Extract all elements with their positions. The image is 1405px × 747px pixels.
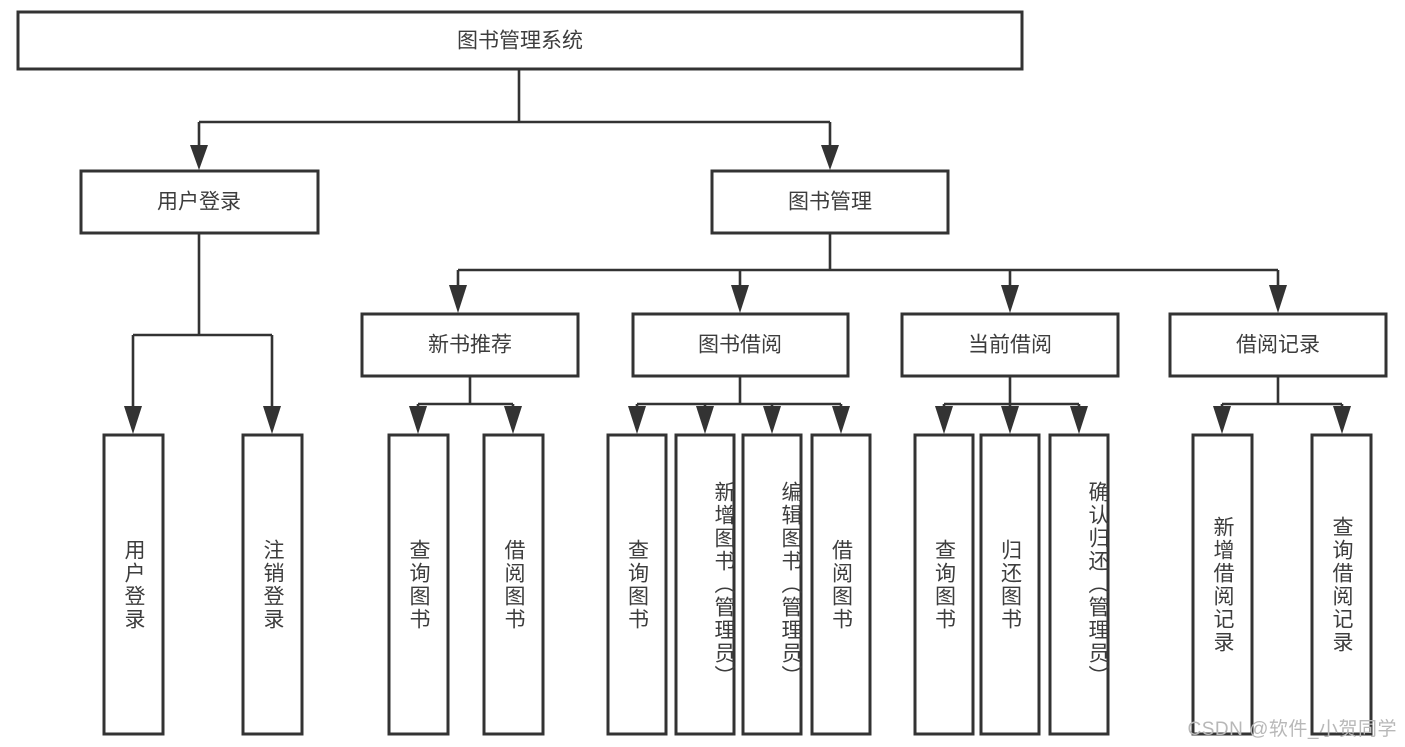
node-leaf-user-logout[interactable] — [241, 433, 304, 736]
arrow-to-leaf-query-book-1 — [409, 406, 427, 434]
arrow-to-leaf-user-login — [124, 406, 142, 434]
node-current-borrow-label: 当前借阅 — [968, 334, 1052, 357]
connector-root-to-level2 — [197, 69, 832, 152]
connector-user-login-to-leaves — [131, 234, 274, 412]
arrow-to-book-borrow — [731, 285, 749, 313]
node-leaf-borrow-book-2[interactable] — [810, 433, 872, 736]
node-leaf-confirm-return[interactable] — [1048, 433, 1110, 736]
arrow-to-leaf-query-record — [1333, 406, 1351, 434]
arrow-to-current-borrow — [1001, 285, 1019, 313]
arrow-to-new-book-recommend — [449, 285, 467, 313]
node-root-label: 图书管理系统 — [457, 30, 583, 53]
arrow-to-leaf-confirm-return — [1070, 406, 1088, 434]
arrow-to-leaf-borrow-book-2 — [832, 406, 850, 434]
nodes-layer: 图书管理系统 用户登录 图书管理 新书推荐 图书借阅 当前 — [16, 10, 1388, 736]
node-leaf-user-login[interactable] — [102, 433, 165, 736]
node-borrow-record-label: 借阅记录 — [1236, 334, 1320, 357]
arrow-to-user-login — [190, 145, 208, 170]
node-leaf-query-record[interactable] — [1310, 433, 1373, 736]
node-borrow-record[interactable]: 借阅记录 — [1168, 312, 1388, 378]
connector-book-borrow-to-leaves — [635, 376, 843, 412]
node-book-borrow-label: 图书借阅 — [698, 334, 782, 357]
watermark-text: CSDN @软件_小贺同学 — [1187, 719, 1397, 740]
node-root[interactable]: 图书管理系统 — [16, 10, 1024, 71]
connector-book-manage-to-level3 — [456, 234, 1280, 290]
node-leaf-borrow-book-1[interactable] — [482, 433, 545, 736]
arrow-to-leaf-add-book — [696, 406, 714, 434]
connector-borrow-record-to-leaves — [1220, 376, 1344, 412]
connectors-layer — [124, 69, 1351, 434]
node-leaf-query-book-1[interactable] — [387, 433, 450, 736]
arrow-to-leaf-borrow-book-1 — [504, 406, 522, 434]
arrow-to-leaf-return-book — [1001, 406, 1019, 434]
node-book-manage-label: 图书管理 — [788, 191, 872, 214]
arrow-to-leaf-user-logout — [263, 406, 281, 434]
node-new-book-recommend-label: 新书推荐 — [428, 334, 512, 357]
node-leaf-add-book[interactable] — [674, 433, 736, 736]
node-book-borrow[interactable]: 图书借阅 — [631, 312, 850, 378]
node-current-borrow[interactable]: 当前借阅 — [900, 312, 1120, 378]
arrow-to-leaf-query-book-2 — [628, 406, 646, 434]
node-leaf-edit-book[interactable] — [741, 433, 803, 736]
node-leaf-return-book[interactable] — [979, 433, 1041, 736]
connector-new-book-recommend-to-leaves — [416, 376, 515, 412]
arrow-to-book-manage — [821, 145, 839, 170]
arrow-to-leaf-add-record — [1213, 406, 1231, 434]
arrow-to-borrow-record — [1269, 285, 1287, 313]
arrow-to-leaf-query-book-3 — [935, 406, 953, 434]
node-new-book-recommend[interactable]: 新书推荐 — [360, 312, 580, 378]
node-user-login-label: 用户登录 — [157, 191, 241, 214]
node-user-login[interactable]: 用户登录 — [79, 169, 320, 235]
node-leaf-query-book-2[interactable] — [606, 433, 668, 736]
node-book-manage[interactable]: 图书管理 — [710, 169, 950, 235]
arrow-to-leaf-edit-book — [763, 406, 781, 434]
node-leaf-add-record[interactable] — [1191, 433, 1254, 736]
node-leaf-query-book-3[interactable] — [913, 433, 975, 736]
